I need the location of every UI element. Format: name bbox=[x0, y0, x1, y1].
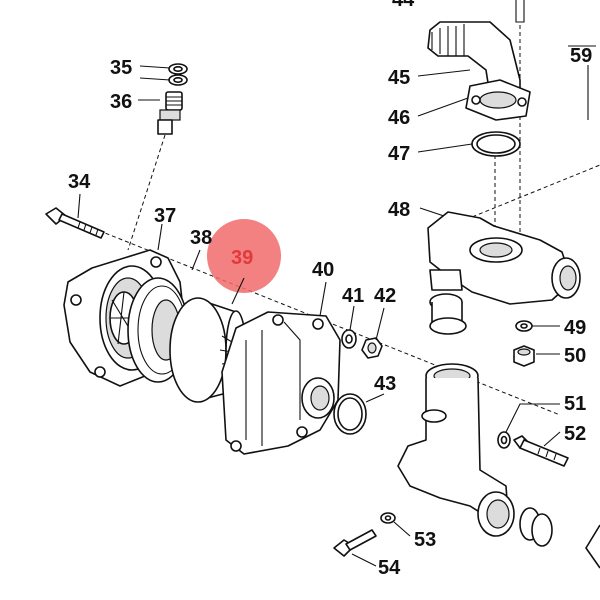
callout-34: 34 bbox=[68, 171, 91, 193]
part-49-washer[interactable] bbox=[515, 320, 533, 332]
part-51-washer[interactable] bbox=[497, 431, 511, 449]
callouts: 44 35 36 34 37 38 39 40 41 42 43 45 46 4… bbox=[68, 0, 592, 579]
callout-37: 37 bbox=[154, 205, 176, 227]
callout-46: 46 bbox=[388, 107, 410, 129]
part-34-screw[interactable] bbox=[45, 207, 105, 239]
callout-52: 52 bbox=[564, 423, 586, 445]
part-47-gasket[interactable] bbox=[471, 131, 521, 157]
callout-59: 59 bbox=[570, 45, 592, 67]
callout-54: 54 bbox=[378, 557, 401, 579]
callout-50: 50 bbox=[564, 345, 586, 367]
part-54-screw[interactable] bbox=[333, 529, 377, 557]
callout-40: 40 bbox=[312, 259, 334, 281]
callout-45: 45 bbox=[388, 67, 410, 89]
part-53-washer[interactable] bbox=[380, 512, 396, 524]
part-40-pump-head[interactable] bbox=[221, 311, 341, 455]
lower-manifold[interactable] bbox=[397, 363, 515, 537]
callout-51: 51 bbox=[564, 393, 586, 415]
callout-38: 38 bbox=[190, 227, 212, 249]
callout-44: 44 bbox=[392, 0, 415, 11]
callout-43: 43 bbox=[374, 373, 396, 395]
callout-35: 35 bbox=[110, 57, 132, 79]
part-45-elbow-fitting[interactable] bbox=[427, 21, 531, 121]
outlet-orings[interactable] bbox=[519, 507, 553, 547]
callout-53: 53 bbox=[414, 529, 436, 551]
part-43-oring[interactable] bbox=[333, 393, 367, 435]
leader-lines bbox=[77, 45, 596, 567]
part-59-edge[interactable] bbox=[585, 65, 600, 569]
callout-48: 48 bbox=[388, 199, 410, 221]
part-35-washers[interactable] bbox=[168, 63, 188, 86]
part-50-nut[interactable] bbox=[513, 345, 535, 367]
stud-top bbox=[515, 0, 525, 23]
part-41-ring[interactable] bbox=[341, 329, 357, 349]
part-52-bolt[interactable] bbox=[513, 435, 569, 467]
highlight-marker-39[interactable] bbox=[207, 219, 281, 293]
part-48-upper-manifold[interactable] bbox=[427, 211, 581, 335]
callout-49: 49 bbox=[564, 317, 586, 339]
callout-42: 42 bbox=[374, 285, 396, 307]
callout-39: 39 bbox=[231, 247, 253, 269]
part-36-fitting[interactable] bbox=[157, 91, 183, 135]
callout-41: 41 bbox=[342, 285, 364, 307]
part-42-nut[interactable] bbox=[361, 337, 383, 359]
callout-47: 47 bbox=[388, 143, 410, 165]
callout-36: 36 bbox=[110, 91, 132, 113]
